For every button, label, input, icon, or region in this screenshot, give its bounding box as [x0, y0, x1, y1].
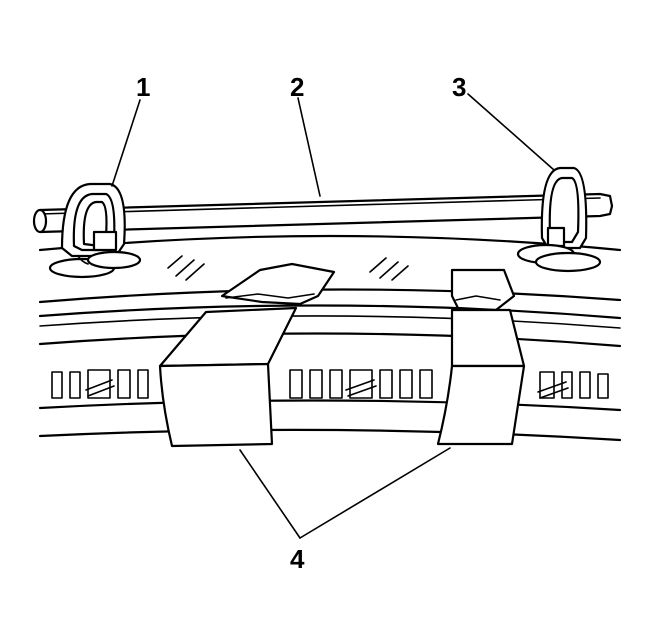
body-panel-lines [38, 288, 622, 442]
glass-reflection-marks [167, 255, 409, 281]
callout-3: 3 [452, 72, 466, 102]
suction-cup-right [516, 166, 602, 273]
panel-slots [51, 369, 609, 399]
tape-left [158, 262, 336, 448]
suction-cup-left [48, 182, 142, 279]
callout-1: 1 [136, 72, 150, 102]
support-bar [32, 192, 614, 234]
callout-labels: 1 2 3 4 [136, 72, 466, 574]
leader-lines [111, 93, 555, 539]
callout-2: 2 [290, 72, 304, 102]
tape-right [436, 268, 526, 446]
callout-4: 4 [290, 544, 305, 574]
